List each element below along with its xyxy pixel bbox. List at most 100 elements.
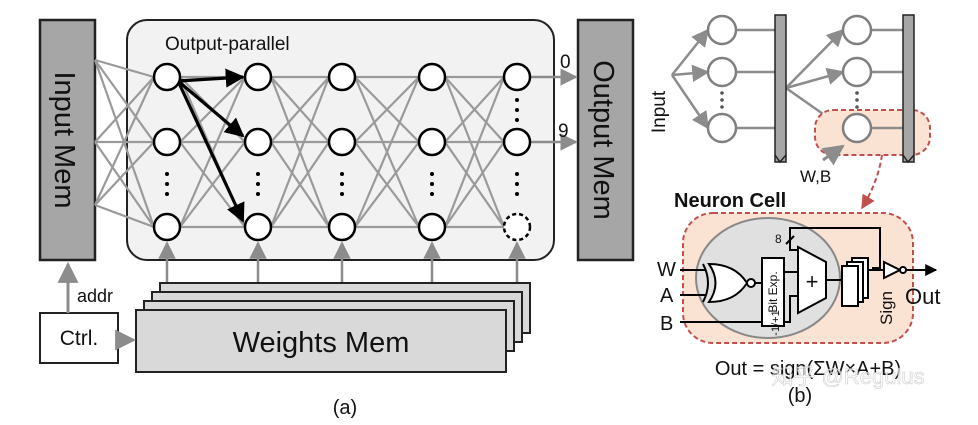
network-edge: [270, 141, 330, 228]
ellipsis-dot: [515, 182, 519, 186]
mini-neuron-node: [706, 112, 738, 144]
bold-arrow: [177, 68, 245, 88]
network-edge: [354, 76, 420, 143]
input-edge: [94, 59, 155, 143]
mini-neuron-node: [841, 14, 873, 46]
output-parallel-label: Output-parallel: [165, 34, 290, 55]
mini-network: [670, 14, 845, 164]
mini-input-edge: [671, 64, 710, 83]
ellipsis-dot: [515, 108, 519, 112]
input-edge: [94, 203, 155, 229]
ellipsis-dot: [165, 182, 169, 186]
ellipsis-dot: [720, 105, 724, 109]
neuron-node: [152, 62, 182, 92]
adder-plus: +: [806, 269, 819, 294]
mini-neuron-node: [706, 14, 738, 46]
w-input-label: W: [657, 259, 676, 281]
neuron-node: [417, 62, 447, 92]
ellipsis-dot: [430, 172, 434, 176]
equation: Out = sign(ΣW×A+B): [715, 358, 901, 380]
output-index-0: 0: [560, 52, 571, 73]
sign-buffer: [883, 260, 903, 280]
ellipsis-dot: [340, 192, 344, 196]
ellipsis-dot: [515, 192, 519, 196]
neuron-node: [417, 127, 447, 157]
input-edge: [94, 141, 155, 228]
b-wire: [680, 295, 798, 323]
bus-width-label: 8: [775, 232, 782, 246]
adder: [797, 245, 827, 315]
input-mem-block: [38, 18, 97, 262]
ellipsis-dot: [340, 182, 344, 186]
ellipsis-dot: [256, 172, 260, 176]
network-edge: [179, 141, 246, 228]
ellipsis-dot: [515, 172, 519, 176]
ellipsis-dot: [720, 91, 724, 95]
output-parallel-arrows: [176, 68, 245, 223]
watermark: 知乎 @Regulus: [771, 364, 924, 389]
ellipsis-dot: [515, 118, 519, 122]
weights-mem-label: Weights Mem: [233, 327, 410, 359]
zoom-arrow: [861, 154, 883, 210]
mini-network-front: [841, 14, 915, 164]
neuron-node: [152, 212, 182, 242]
mini-neuron-node: [706, 56, 738, 88]
b-input-label: B: [660, 313, 673, 335]
output-index-9: 9: [558, 121, 569, 142]
ellipsis-dot: [855, 98, 859, 102]
neuron-node: [243, 127, 273, 157]
ellipsis-dot: [256, 182, 260, 186]
neuron-node: [152, 127, 182, 157]
mini-bar-notch: [774, 154, 787, 164]
ellipsis-dot: [165, 192, 169, 196]
network-edge: [353, 76, 421, 228]
bit-exp-box: [761, 257, 785, 327]
feedback-wire: [789, 227, 881, 269]
input-mem-label: Input Mem: [48, 72, 80, 209]
wb-label: W,B: [800, 167, 831, 186]
network-edge: [270, 76, 330, 143]
neuron-node: [502, 212, 532, 242]
mini-fan-edge: [785, 67, 845, 90]
mini-mem-bar-2: [902, 14, 915, 163]
input-label-b: Input: [649, 90, 670, 133]
wb-arrow: [821, 144, 845, 166]
neuron-node: [327, 212, 357, 242]
mini-neuron-node: [841, 56, 873, 88]
addr-label: addr: [77, 286, 113, 306]
network-edge: [354, 141, 420, 228]
network-edges: [93, 58, 578, 229]
xnor-bubble: [746, 278, 756, 288]
bit-exp-label: Bit Exp.: [766, 271, 780, 312]
mini-bar-notch: [902, 154, 915, 164]
ellipsis-dot: [256, 192, 260, 196]
mini-input-edge: [670, 74, 710, 130]
network-edge: [444, 141, 505, 228]
ellipsis-dot: [855, 91, 859, 95]
out-label: Out: [905, 284, 940, 309]
xnor-gate: [707, 262, 749, 304]
output-mem-label: Output Mem: [587, 60, 619, 220]
ellipsis-dot: [720, 98, 724, 102]
bold-arrow: [176, 80, 245, 223]
ellipsis-dot: [430, 182, 434, 186]
neuron-node: [327, 62, 357, 92]
neuron-node: [502, 62, 532, 92]
ellipsis-dot: [855, 105, 859, 109]
ctrl-label: Ctrl.: [60, 327, 99, 350]
network-edge: [444, 76, 505, 143]
network-nodes: [152, 62, 532, 242]
xnor-gate-back: [702, 263, 709, 303]
neuron-node: [417, 212, 447, 242]
minus-plus-one-label: -1/+1: [770, 310, 782, 335]
a-input-label: A: [660, 285, 674, 307]
mini-fan-edge: [785, 28, 845, 89]
ellipsis-dot: [430, 192, 434, 196]
neuron-cell-title: Neuron Cell: [674, 190, 786, 212]
caption-b: (b): [788, 385, 812, 407]
bold-arrow: [176, 79, 245, 138]
register-1: [841, 265, 859, 307]
input-edge: [93, 59, 156, 228]
